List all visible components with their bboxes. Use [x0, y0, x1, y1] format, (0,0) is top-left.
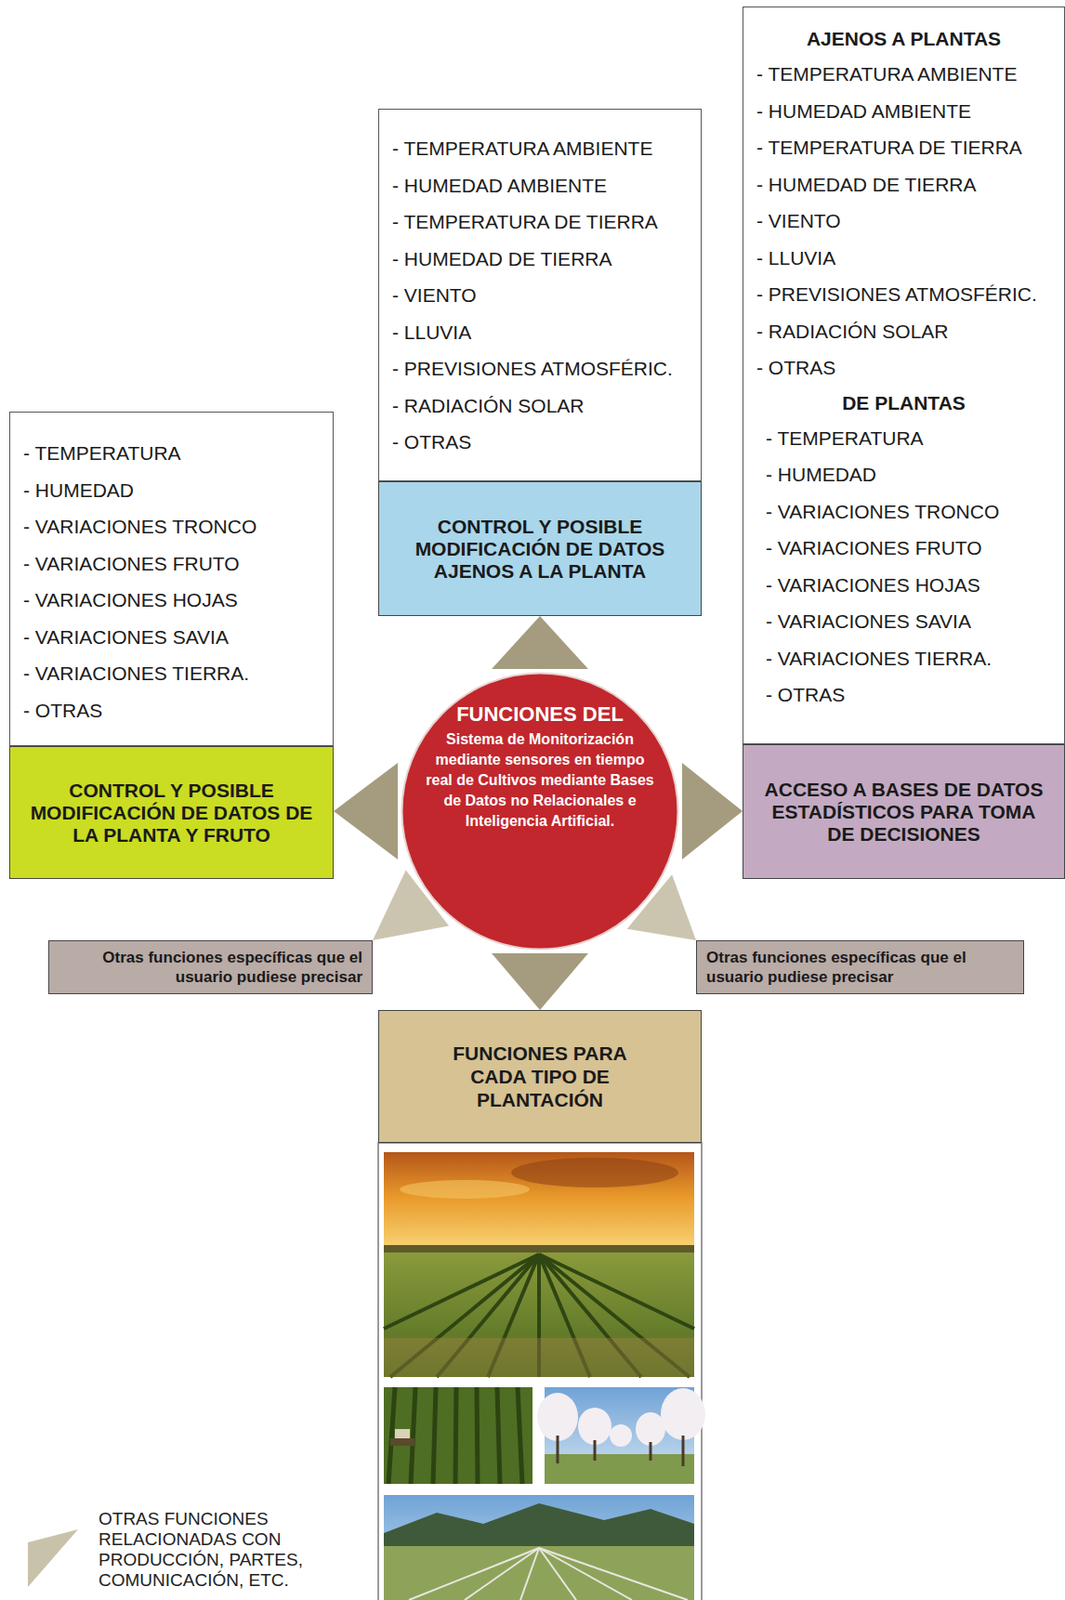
database-box-purple: ACCESO A BASES DE DATOS ESTADÍSTICOS PAR…	[742, 744, 1065, 880]
legend-entry: OTRAS FUNCIONES RELACIONADAS CON PRODUCC…	[98, 1509, 378, 1591]
list-item: - OTRAS	[743, 349, 1065, 387]
field-rows-photo	[383, 1387, 533, 1485]
list-box: - TEMPERATURA AMBIENTE- HUMEDAD AMBIENTE…	[378, 108, 702, 482]
arrow-triangle	[333, 762, 398, 860]
list-item: - LLUVIA	[379, 314, 701, 352]
list-item: - VARIACIONES SAVIA	[743, 603, 1065, 641]
panel-frame	[378, 1143, 702, 1600]
list-item: - OTRAS	[379, 423, 701, 461]
legend-text: OTRAS FUNCIONES RELACIONADAS CON PRODUCC…	[98, 1509, 378, 1591]
circle-shape	[402, 673, 679, 950]
box-label: Otras funciones específicas que el usuar…	[706, 947, 1013, 987]
list-item: - TEMPERATURA	[743, 420, 1065, 458]
list-item: - VARIACIONES TIERRA.	[743, 640, 1065, 678]
box-label: CONTROL Y POSIBLE MODIFICACIÓN DE DATOS …	[23, 779, 321, 847]
box-label: Otras funciones específicas que el usuar…	[58, 947, 363, 987]
other-functions-box: Otras funciones específicas que el usuar…	[48, 940, 373, 995]
other-functions-box: Otras funciones específicas que el usuar…	[696, 940, 1025, 995]
box-text: CONTROL Y POSIBLE MODIFICACIÓN DE DATOS …	[23, 779, 321, 847]
box-text: FUNCIONES PARA CADA TIPO DE PLANTACIÓN	[428, 1041, 652, 1112]
list-item: - VIENTO	[379, 276, 701, 315]
box-label: FUNCIONES PARA CADA TIPO DE PLANTACIÓN	[428, 1041, 652, 1112]
list-item: - TEMPERATURA AMBIENTE	[379, 130, 701, 168]
circle-text: FUNCIONES DEL Sistema de Monitorización m…	[400, 671, 680, 832]
box-text: Otras funciones específicas que el usuar…	[58, 947, 363, 987]
list-item: - RADIACIÓN SOLAR	[743, 313, 1065, 351]
list-item: - VARIACIONES HOJAS	[10, 581, 333, 619]
list-item: - VARIACIONES SAVIA	[10, 618, 333, 657]
list-heading: AJENOS A PLANTAS	[743, 22, 1065, 56]
list-item: - TEMPERATURA DE TIERRA	[379, 203, 701, 241]
list-box: - TEMPERATURA- HUMEDAD- VARIACIONES TRON…	[9, 411, 334, 747]
list-item: - OTRAS	[743, 676, 1065, 714]
list-item: - VARIACIONES TRONCO	[10, 508, 333, 546]
circle-heading: FUNCIONES DEL	[456, 703, 624, 726]
list-item: - VARIACIONES FRUTO	[10, 545, 333, 583]
list-item: - TEMPERATURA	[10, 434, 333, 473]
list-item: - PREVISIONES ATMOSFÉRIC.	[743, 276, 1065, 314]
list-item: - VIENTO	[743, 202, 1065, 240]
center-circle: FUNCIONES DEL Sistema de Monitorización m…	[400, 671, 680, 951]
arrow-triangle	[491, 616, 589, 670]
list-box: AJENOS A PLANTAS- TEMPERATURA AMBIENTE- …	[742, 6, 1065, 745]
box-label: CONTROL Y POSIBLE MODIFICACIÓN DE DATOS …	[400, 515, 680, 583]
list-item: - RADIACIÓN SOLAR	[379, 387, 701, 425]
list-item: - VARIACIONES HOJAS	[743, 566, 1065, 605]
list-item: - LLUVIA	[743, 239, 1065, 277]
list-item: - VARIACIONES TIERRA.	[10, 655, 333, 693]
arrow-triangle	[491, 953, 589, 1011]
legend-triangle-icon	[27, 1529, 79, 1588]
box-text: ACCESO A BASES DE DATOS ESTADÍSTICOS PAR…	[764, 778, 1044, 846]
list-heading: DE PLANTAS	[743, 386, 1065, 421]
vineyard-photo	[383, 1152, 695, 1378]
list-item: - OTRAS	[10, 692, 333, 730]
list-item: - HUMEDAD	[743, 456, 1065, 494]
box-text: CONTROL Y POSIBLE MODIFICACIÓN DE DATOS …	[400, 515, 680, 583]
box-label: ACCESO A BASES DE DATOS ESTADÍSTICOS PAR…	[764, 778, 1044, 846]
circle-body: Sistema de Monitorización mediante senso…	[423, 729, 657, 832]
list-item: - VARIACIONES TRONCO	[743, 493, 1065, 531]
list-item: - HUMEDAD DE TIERRA	[743, 166, 1065, 204]
box-text: Otras funciones específicas que el usuar…	[706, 947, 1013, 987]
list-item: - HUMEDAD AMBIENTE	[379, 167, 701, 205]
mountain-vineyard-photo	[383, 1495, 695, 1600]
list-item: - PREVISIONES ATMOSFÉRIC.	[379, 350, 701, 388]
list-item: - TEMPERATURA DE TIERRA	[743, 129, 1065, 167]
control-box-green: CONTROL Y POSIBLE MODIFICACIÓN DE DATOS …	[9, 746, 334, 880]
plantation-box: FUNCIONES PARA CADA TIPO DE PLANTACIÓN	[378, 1010, 702, 1144]
list-item: - VARIACIONES FRUTO	[743, 529, 1065, 567]
arrow-triangle	[682, 762, 743, 860]
list-item: - TEMPERATURA AMBIENTE	[743, 55, 1065, 93]
list-item: - HUMEDAD AMBIENTE	[743, 92, 1065, 131]
list-item: - HUMEDAD	[10, 472, 333, 510]
list-item: - HUMEDAD DE TIERRA	[379, 240, 701, 278]
orchard-photo	[537, 1387, 706, 1485]
control-box-blue: CONTROL Y POSIBLE MODIFICACIÓN DE DATOS …	[378, 481, 702, 617]
